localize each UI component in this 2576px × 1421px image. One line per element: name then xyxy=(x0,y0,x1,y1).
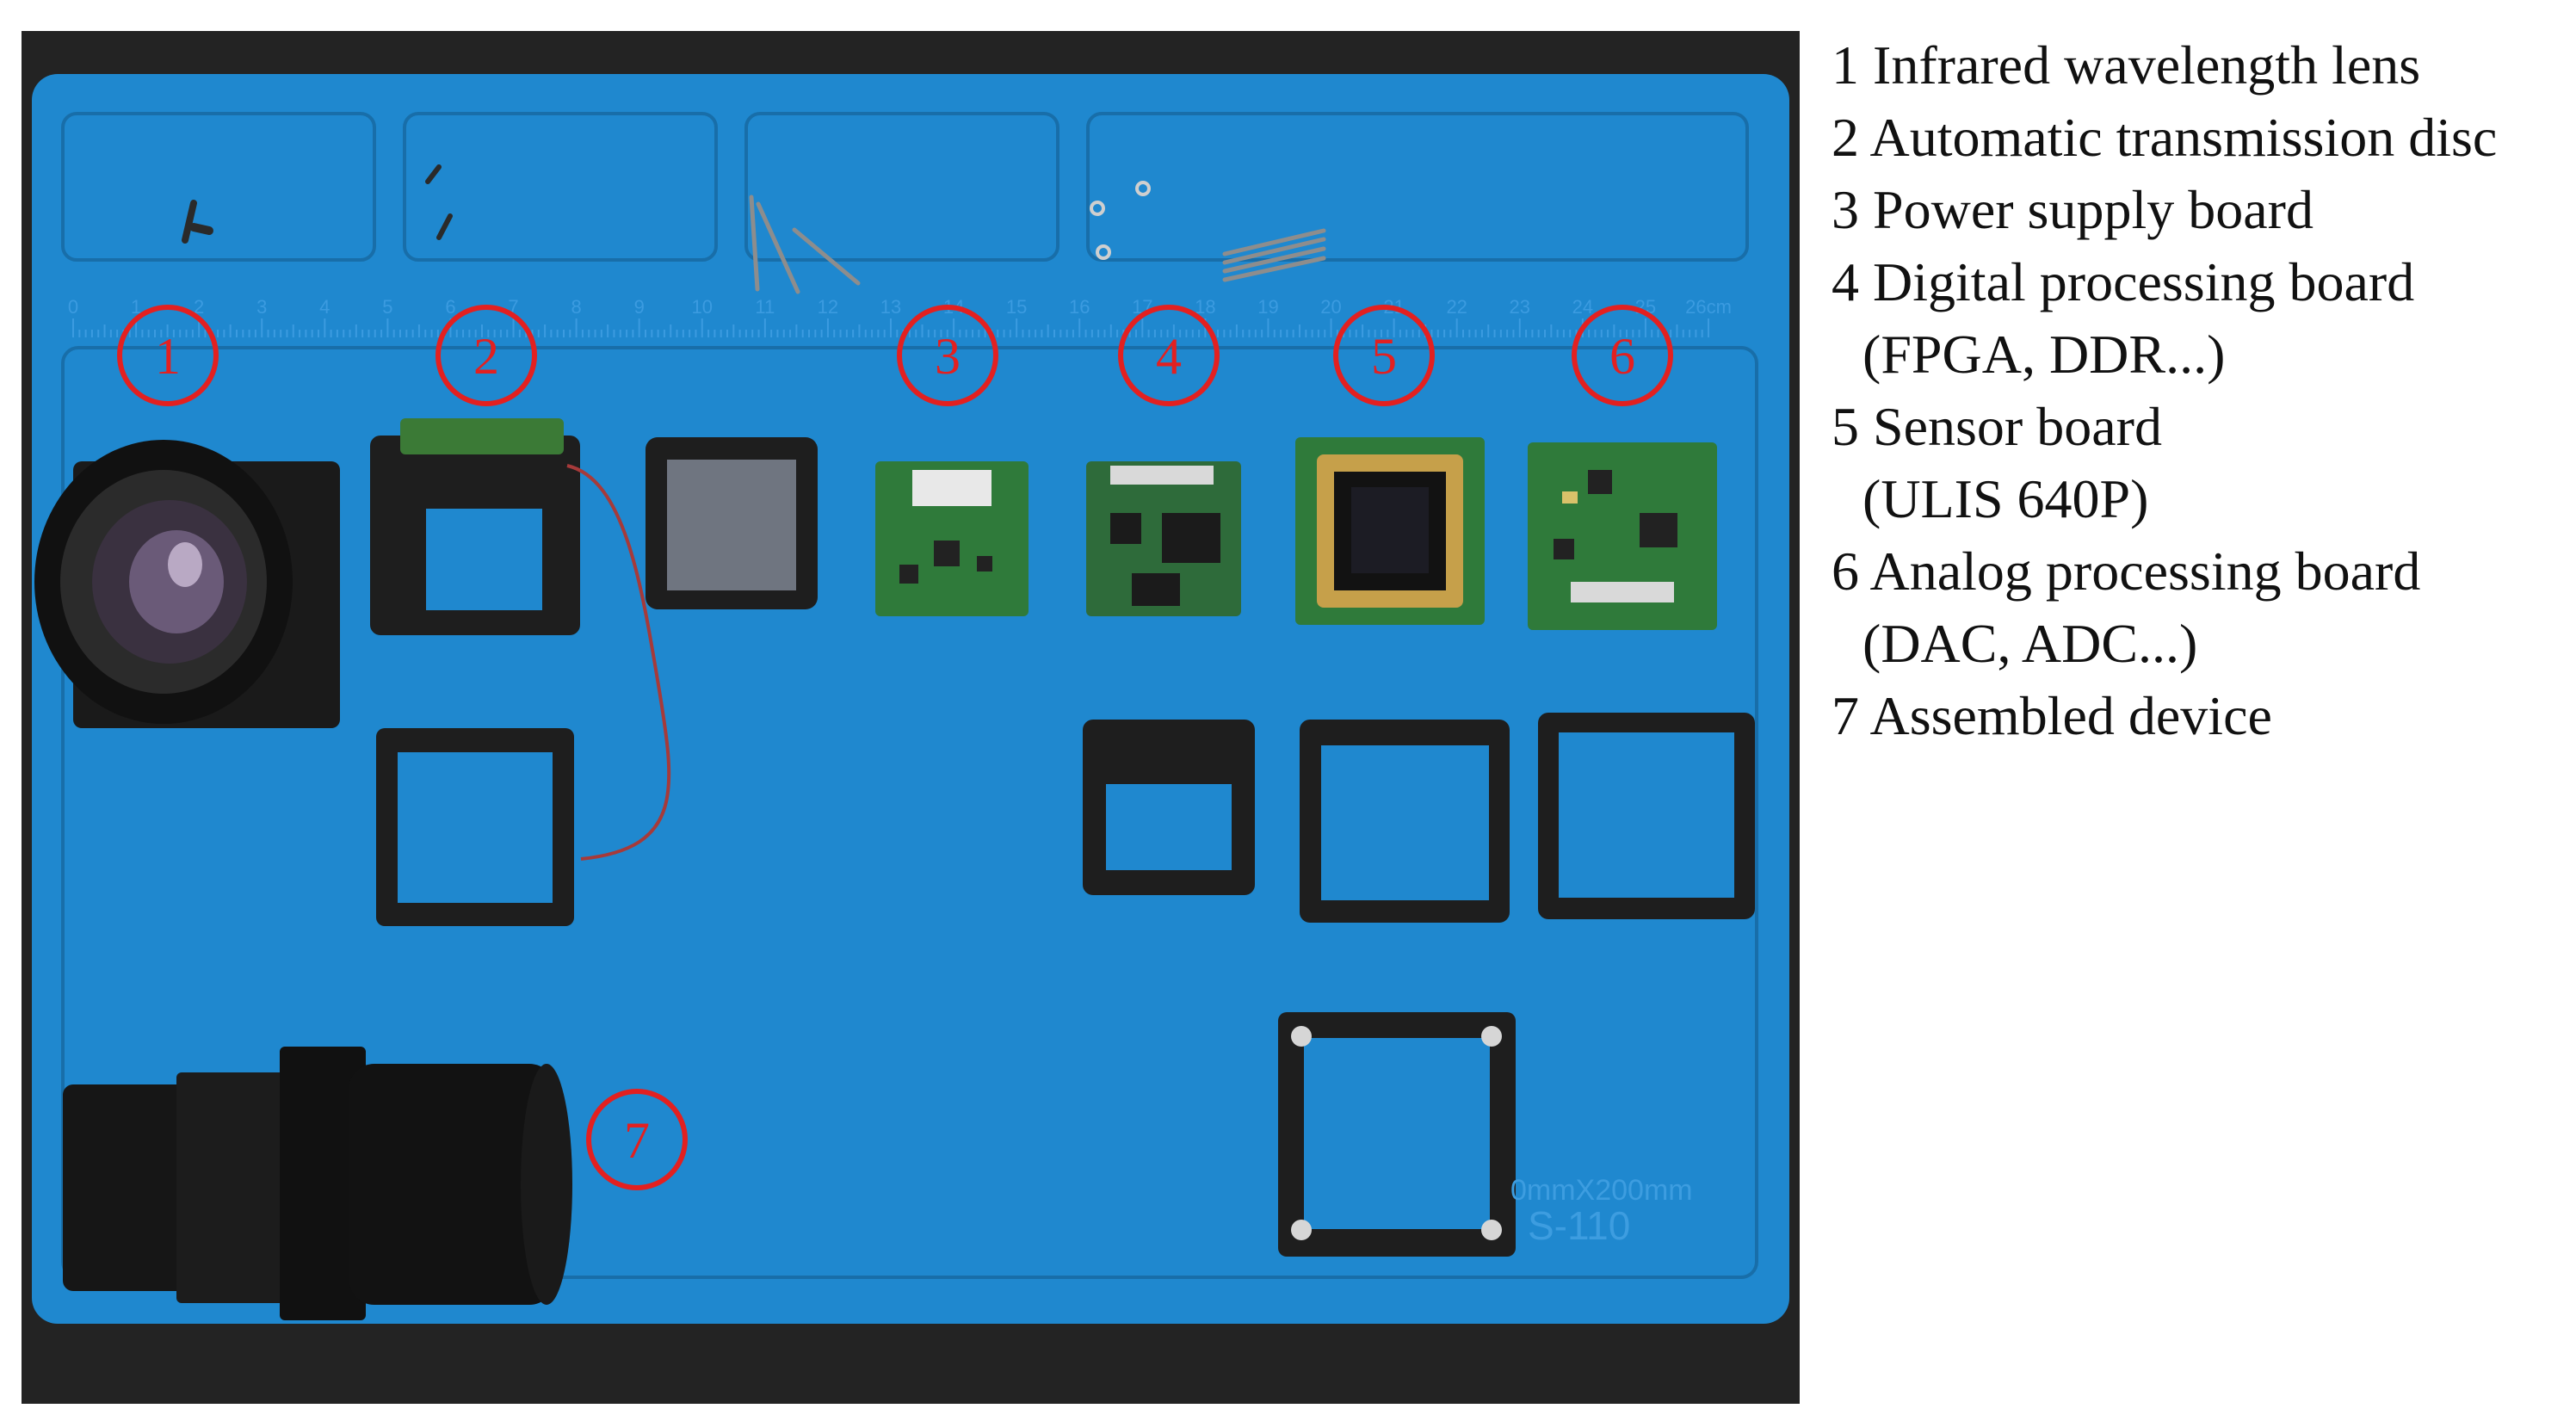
legend-item-4-detail: (FPGA, DDR...) xyxy=(1863,324,2226,385)
legend-item-4: 4 Digital processing board xyxy=(1832,251,2415,312)
ruler-number: 16 xyxy=(1069,296,1090,318)
ruler-number: 24 xyxy=(1572,296,1593,318)
ruler-number: 2 xyxy=(194,296,204,318)
ruler-number: 15 xyxy=(1006,296,1027,318)
sensor-board xyxy=(1295,437,1485,625)
legend-item-6-detail: (DAC, ADC...) xyxy=(1863,613,2198,674)
ruler-number: 18 xyxy=(1195,296,1215,318)
legend-item-7: 7 Assembled device xyxy=(1832,685,2272,746)
mat-size-text: 0mmX200mm xyxy=(1510,1174,1693,1207)
svg-text:3: 3 xyxy=(935,328,961,385)
legend-item-5: 5 Sensor board xyxy=(1832,396,2162,457)
mat-model-text: S-110 xyxy=(1528,1203,1630,1248)
svg-text:7: 7 xyxy=(624,1112,650,1169)
legend: 1 Infrared wavelength lens 2 Automatic t… xyxy=(1832,29,2497,752)
svg-text:2: 2 xyxy=(473,328,499,385)
legend-item-5-detail: (ULIS 640P) xyxy=(1863,468,2149,529)
ruler-number: 23 xyxy=(1510,296,1530,318)
svg-text:4: 4 xyxy=(1156,328,1182,385)
ruler-number: 6 xyxy=(445,296,455,318)
screw-compartments xyxy=(61,112,1749,262)
power-supply-board xyxy=(875,461,1029,616)
marker-4: 4 xyxy=(1118,305,1220,406)
ruler-number: 20 xyxy=(1320,296,1341,318)
legend-item-6: 6 Analog processing board xyxy=(1832,541,2421,602)
ruler-number: 10 xyxy=(692,296,713,318)
infrared-lens xyxy=(34,440,340,728)
ruler-number: 12 xyxy=(818,296,838,318)
screws xyxy=(182,164,1326,294)
ruler-number: 8 xyxy=(571,296,581,318)
svg-text:1: 1 xyxy=(155,328,181,385)
marker-2: 2 xyxy=(436,305,537,406)
ruler-number: 11 xyxy=(755,296,775,318)
marker-3: 3 xyxy=(897,305,998,406)
ruler-number: 4 xyxy=(319,296,330,318)
digital-processing-board xyxy=(1086,461,1241,616)
work-area xyxy=(61,346,1758,1279)
svg-text:6: 6 xyxy=(1609,328,1635,385)
svg-text:5: 5 xyxy=(1371,328,1397,385)
ruler-number: 26cm xyxy=(1685,296,1732,318)
analog-processing-board xyxy=(1528,442,1717,630)
ruler-number: 0 xyxy=(68,296,78,318)
assembled-device xyxy=(63,1047,572,1320)
legend-item-3: 3 Power supply board xyxy=(1832,179,2313,240)
ruler-number: 22 xyxy=(1446,296,1467,318)
ruler-number: 9 xyxy=(634,296,645,318)
legend-item-2: 2 Automatic transmission disc xyxy=(1832,107,2498,168)
ruler-number: 1 xyxy=(131,296,141,318)
ruler-number: 3 xyxy=(256,296,267,318)
marker-5: 5 xyxy=(1333,305,1435,406)
transmission-disc xyxy=(370,418,818,926)
marker-6: 6 xyxy=(1572,305,1673,406)
legend-item-1: 1 Infrared wavelength lens xyxy=(1832,34,2421,96)
ruler-number: 13 xyxy=(880,296,901,318)
marker-1: 1 xyxy=(117,305,219,406)
ruler-number: 5 xyxy=(382,296,392,318)
marker-7: 7 xyxy=(586,1089,688,1190)
ruler-number: 19 xyxy=(1257,296,1278,318)
housing-frames xyxy=(1083,713,1755,1257)
